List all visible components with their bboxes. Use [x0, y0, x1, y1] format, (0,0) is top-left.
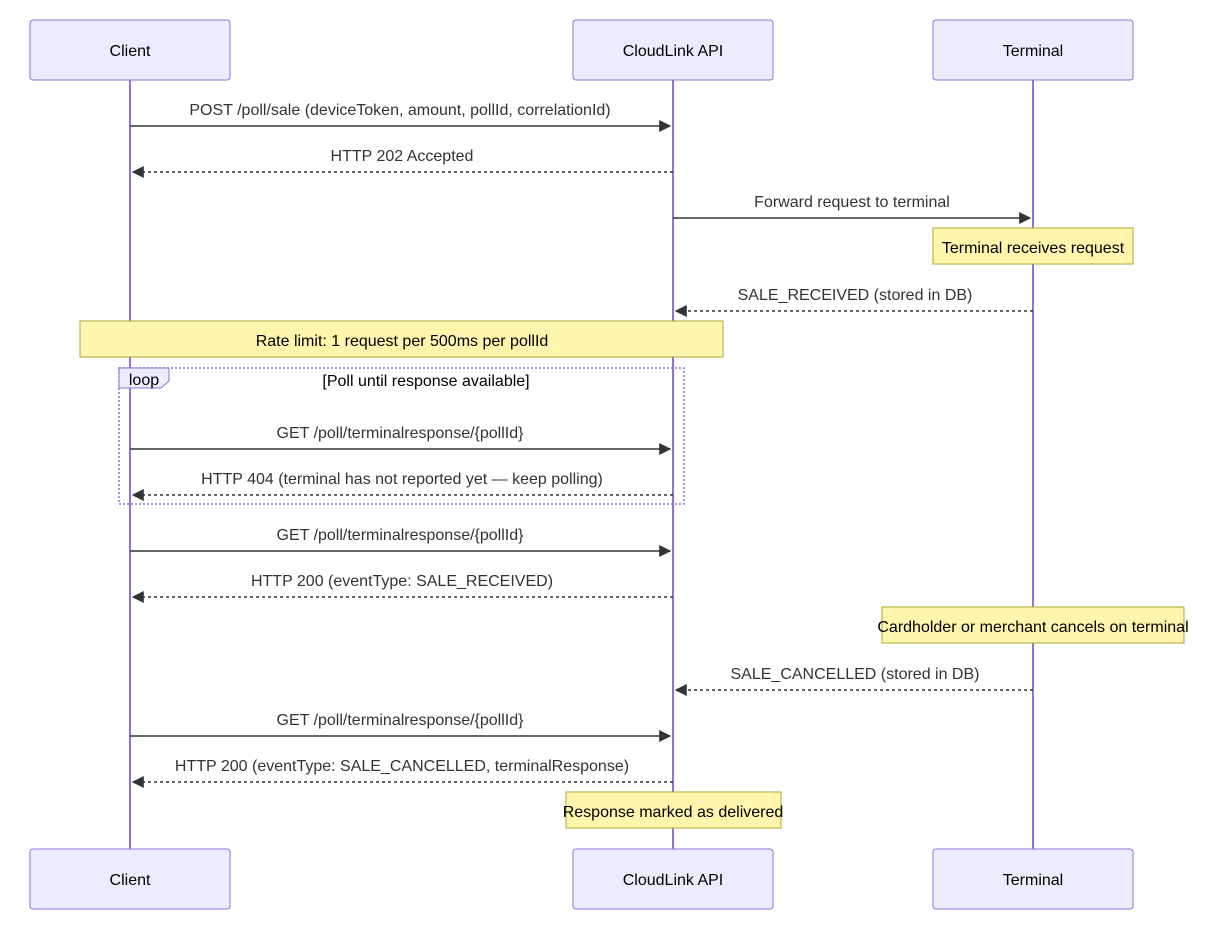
message-sale-cancelled: SALE_CANCELLED (stored in DB): [674, 666, 1033, 696]
message-label: GET /poll/terminalresponse/{pollId}: [277, 527, 525, 544]
loop-frame: loop [Poll until response available]: [118, 367, 685, 505]
loop-label-tab: [118, 367, 170, 389]
message-get-terminalresponse-3: GET /poll/terminalresponse/{pollId}: [130, 712, 672, 742]
note-label: Rate limit: 1 request per 500ms per poll…: [256, 333, 549, 350]
actor-client-bottom: Client: [29, 848, 231, 910]
message-label: SALE_CANCELLED (stored in DB): [731, 666, 980, 683]
message-label: HTTP 200 (eventType: SALE_RECEIVED): [251, 573, 553, 590]
message-http-202: HTTP 202 Accepted: [131, 148, 673, 178]
message-label: POST /poll/sale (deviceToken, amount, po…: [189, 102, 610, 119]
message-label: HTTP 202 Accepted: [331, 148, 474, 165]
message-http-200-cancelled: HTTP 200 (eventType: SALE_CANCELLED, ter…: [131, 758, 673, 788]
message-label: GET /poll/terminalresponse/{pollId}: [277, 425, 525, 442]
actor-terminal-top-label: Terminal: [1003, 43, 1063, 60]
message-label: HTTP 200 (eventType: SALE_CANCELLED, ter…: [175, 758, 629, 775]
message-forward-request: Forward request to terminal: [673, 194, 1032, 224]
message-post-poll-sale: POST /poll/sale (deviceToken, amount, po…: [130, 102, 672, 132]
message-http-200-received: HTTP 200 (eventType: SALE_RECEIVED): [131, 573, 673, 603]
loop-label: loop: [129, 372, 159, 389]
message-http-404: HTTP 404 (terminal has not reported yet …: [131, 471, 673, 501]
message-label: SALE_RECEIVED (stored in DB): [738, 287, 973, 304]
actor-cloudlink-api-bottom-label: CloudLink API: [623, 872, 724, 889]
actor-cloudlink-api-top: CloudLink API: [572, 19, 774, 81]
message-get-terminalresponse-2: GET /poll/terminalresponse/{pollId}: [130, 527, 672, 557]
actor-cloudlink-api-bottom: CloudLink API: [572, 848, 774, 910]
note-label: Terminal receives request: [942, 240, 1125, 257]
actor-terminal-bottom-label: Terminal: [1003, 872, 1063, 889]
actor-client-bottom-label: Client: [110, 872, 151, 889]
loop-condition: [Poll until response available]: [322, 373, 529, 390]
message-label: GET /poll/terminalresponse/{pollId}: [277, 712, 525, 729]
note-response-delivered: Response marked as delivered: [563, 791, 784, 829]
note-terminal-receives: Terminal receives request: [932, 227, 1134, 265]
actor-cloudlink-api-top-label: CloudLink API: [623, 43, 724, 60]
message-label: Forward request to terminal: [754, 194, 950, 211]
actor-client-top: Client: [29, 19, 231, 81]
message-get-terminalresponse-loop: GET /poll/terminalresponse/{pollId}: [130, 425, 672, 455]
actor-terminal-top: Terminal: [932, 19, 1134, 81]
message-label: HTTP 404 (terminal has not reported yet …: [201, 471, 603, 488]
note-label: Cardholder or merchant cancels on termin…: [877, 619, 1188, 636]
actor-client-top-label: Client: [110, 43, 151, 60]
note-label: Response marked as delivered: [563, 804, 784, 821]
message-sale-received: SALE_RECEIVED (stored in DB): [674, 287, 1033, 317]
note-cardholder-cancels: Cardholder or merchant cancels on termin…: [877, 606, 1189, 644]
actor-terminal-bottom: Terminal: [932, 848, 1134, 910]
note-rate-limit: Rate limit: 1 request per 500ms per poll…: [79, 320, 724, 358]
